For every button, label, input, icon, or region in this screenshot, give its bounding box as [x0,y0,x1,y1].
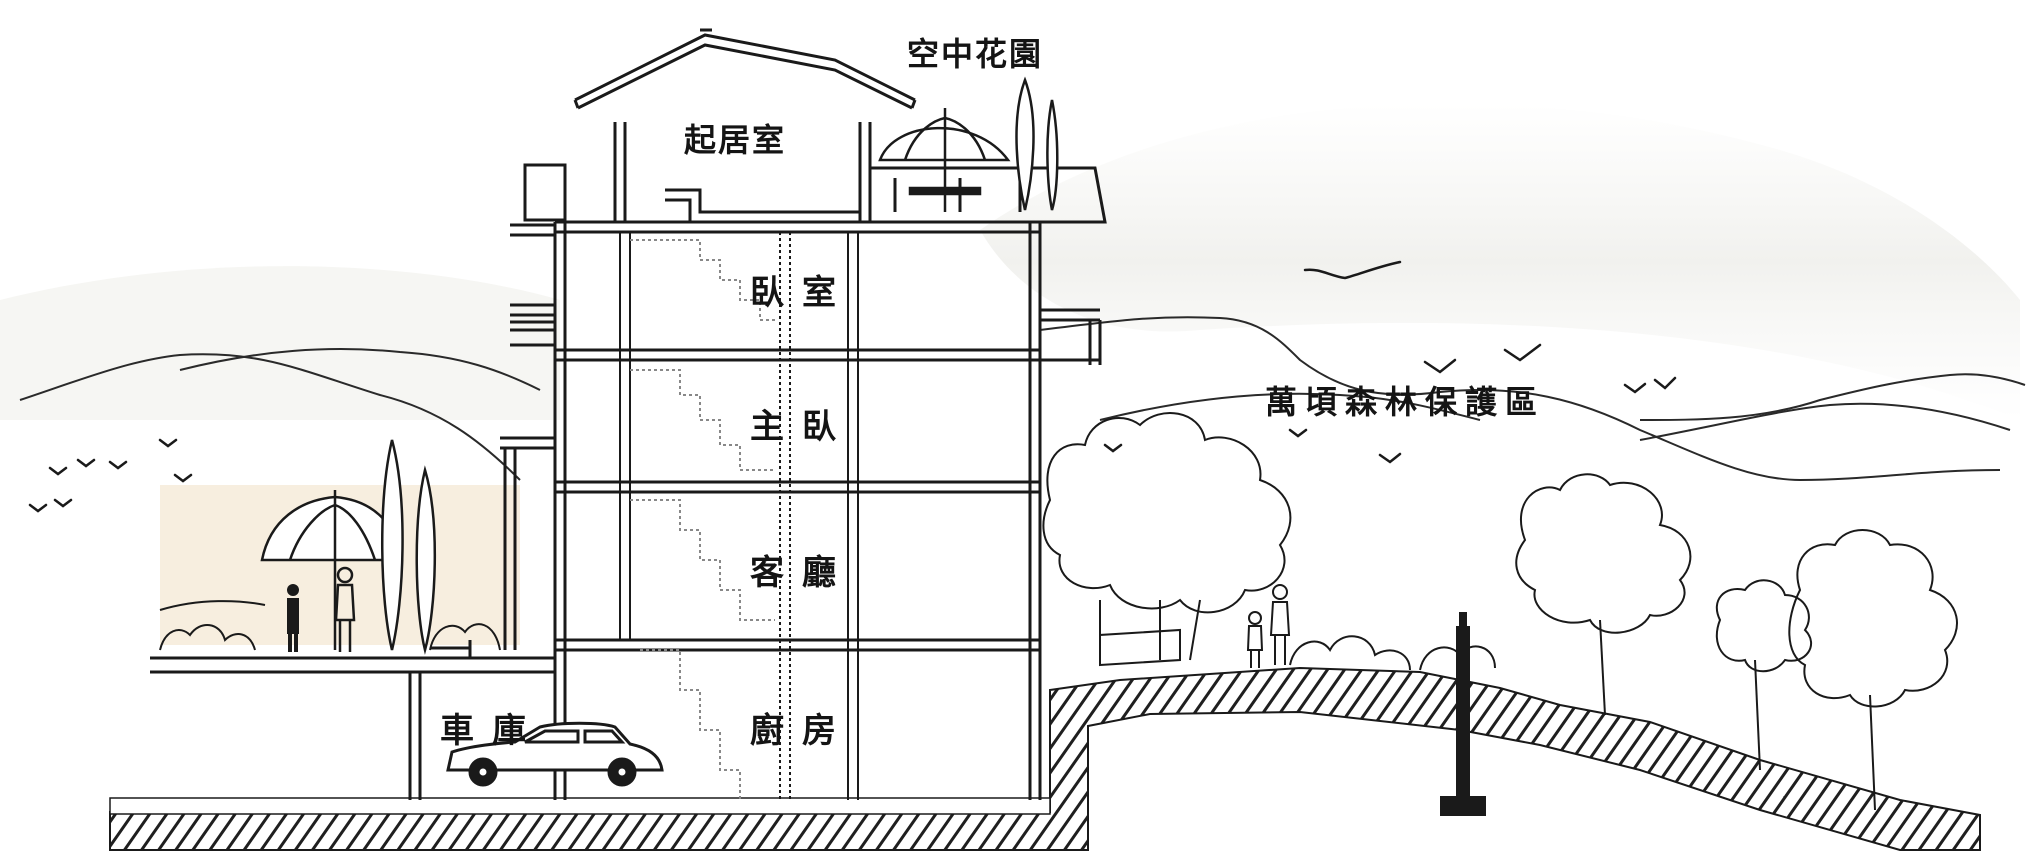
tree-icon [1515,473,1692,716]
guest-hall-label: 客廳 [750,553,854,593]
master-bedroom-label: 主臥 [750,407,854,447]
garage-label: 車庫 [440,711,544,751]
building-section [553,220,1042,800]
car-icon [446,721,664,787]
tree-icon [1015,76,1059,211]
tree-icon [380,439,437,655]
tree-icon [1715,579,1812,771]
bedroom-label: 臥室 [750,273,854,313]
roof [573,28,917,222]
sky-wash [0,103,2020,420]
tree-icon [1788,529,1958,811]
staircase [630,239,775,800]
forest-reserve-label: 萬頃森林保護區 [1265,383,1546,421]
patio-umbrella-icon [878,108,1011,212]
hill-lines [19,316,2026,482]
right-balcony [1040,308,1102,365]
living-room-label: 起居室 [684,121,787,159]
person-icon [287,584,299,652]
left-balconies [500,163,567,650]
kitchen-label: 廚房 [750,711,854,751]
person-icon [1269,584,1291,665]
ground-hatch [109,666,1981,851]
sky-garden-label: 空中花園 [907,35,1044,73]
lamp-post [1440,612,1486,816]
bird-icon [28,260,1677,513]
person-icon [1246,611,1264,668]
patio-umbrella-icon [260,490,404,650]
person-icon [334,566,356,652]
shrubs [159,600,501,651]
garage-structure [150,640,555,800]
